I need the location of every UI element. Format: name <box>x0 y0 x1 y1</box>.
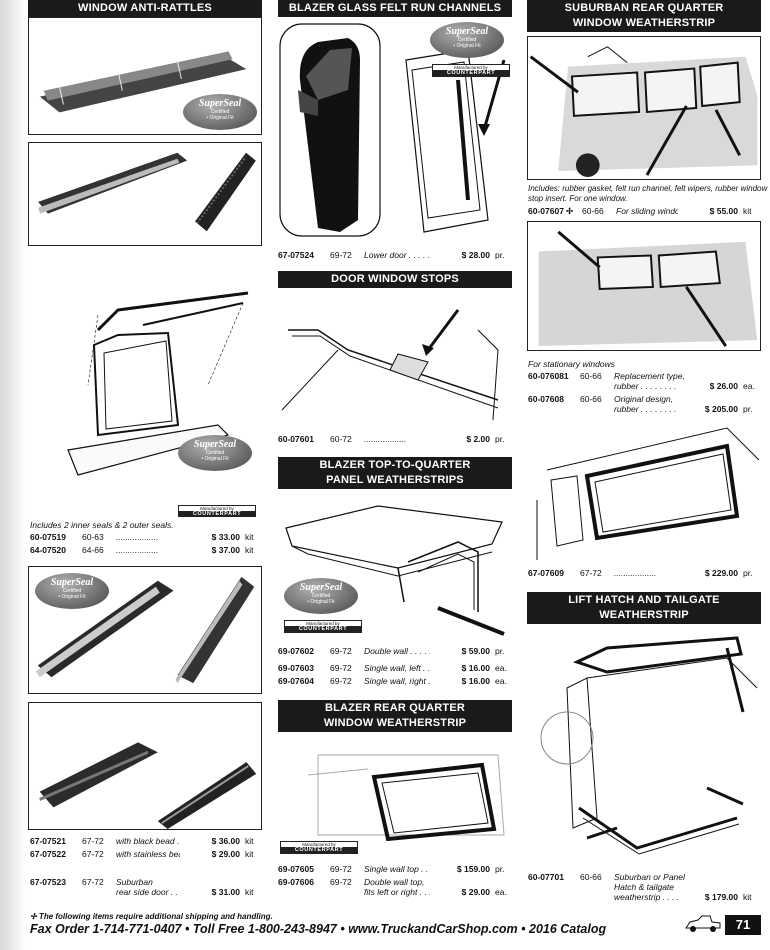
top-to-quarter-image: SuperSeal Certified • Original Fit Manuf… <box>278 492 512 638</box>
suburban-includes-note: stop insert. For one window. <box>528 194 628 203</box>
anti-rattle-diagram: SuperSeal Certified • Original Fit Manuf… <box>28 275 262 517</box>
counterpart-logo: Manufactured by COUNTERPART <box>284 620 362 633</box>
header-window-anti-rattles: WINDOW ANTI-RATTLES <box>28 0 262 17</box>
header-blazer-top-to-quarter: BLAZER TOP-TO-QUARTER PANEL WEATHERSTRIP… <box>278 457 512 489</box>
felt-run-channel-image: SuperSeal Certified • Original Fit Manuf… <box>278 20 512 242</box>
suburban-includes-note: Includes: rubber gasket, felt run channe… <box>528 184 768 193</box>
truck-icon <box>684 914 722 934</box>
product-row: fits left or right . . . . . . .$ 29.00e… <box>364 887 507 897</box>
header-lift-hatch-tailgate: LIFT HATCH AND TAILGATE WEATHERSTRIP <box>527 592 761 624</box>
anti-rattle-image-1: SuperSeal Certified • Original Fit <box>28 17 262 135</box>
suburban-sliding-window-image <box>527 36 761 180</box>
shipping-note: ✢ The following items require additional… <box>30 912 273 921</box>
page-edge-shadow <box>0 0 26 950</box>
product-row: rubber . . . . . . . . . . . . .$ 205.00… <box>614 404 753 414</box>
anti-rattle-note: Includes 2 inner seals & 2 outer seals. <box>30 520 174 530</box>
product-row: 60-07607✢ 60-66 For sliding window . . .… <box>528 206 752 216</box>
suburban-stationary-window-image <box>527 221 761 351</box>
header-blazer-rear-quarter: BLAZER REAR QUARTER WINDOW WEATHERSTRIP <box>278 700 512 732</box>
superseal-badge: SuperSeal Certified • Original Fit <box>430 22 504 58</box>
header-blazer-felt-run-channels: BLAZER GLASS FELT RUN CHANNELS <box>278 0 512 17</box>
anti-rattle-image-2 <box>28 142 262 246</box>
stationary-windows-note: For stationary windows <box>528 359 615 369</box>
blazer-rear-quarter-image: Manufactured by COUNTERPART <box>278 735 512 855</box>
product-row: Hatch & tailgate <box>614 882 675 892</box>
superseal-badge: SuperSeal Certified • Original Fit <box>35 573 109 609</box>
contact-footer: Fax Order 1-714-771-0407 • Toll Free 1-8… <box>30 922 607 936</box>
counterpart-logo: Manufactured by COUNTERPART <box>280 841 358 854</box>
product-row: rubber . . . . . . . . . . . . .$ 26.00e… <box>614 381 755 391</box>
anti-rattle-image-3: SuperSeal Certified • Original Fit <box>28 566 262 694</box>
67-72-window-image <box>527 420 761 562</box>
header-suburban-rear-quarter: SUBURBAN REAR QUARTER WINDOW WEATHERSTRI… <box>527 0 761 32</box>
door-window-stop-image <box>278 290 512 430</box>
superseal-badge: SuperSeal Certified • Original Fit <box>284 578 358 614</box>
counterpart-logo: Manufactured by COUNTERPART <box>432 64 510 77</box>
counterpart-logo: Manufactured by COUNTERPART <box>178 505 256 517</box>
lift-hatch-image <box>527 628 761 864</box>
page-number: 71 <box>725 915 761 935</box>
superseal-badge: SuperSeal Certified • Original Fit <box>178 435 252 471</box>
anti-rattle-image-4 <box>28 702 262 830</box>
header-door-window-stops: DOOR WINDOW STOPS <box>278 271 512 288</box>
superseal-badge: SuperSeal Certified • Original Fit <box>183 94 257 130</box>
product-row: weatherstrip . . . . . . . . .$ 179.00ki… <box>614 892 752 902</box>
